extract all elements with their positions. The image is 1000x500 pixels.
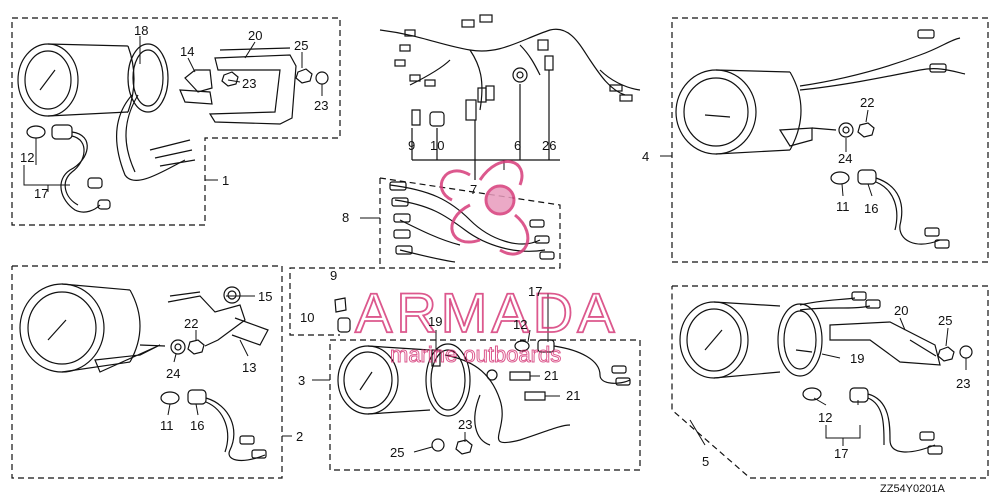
callout-23-top-a: 23 xyxy=(242,76,256,91)
callout-20-right: 20 xyxy=(894,303,908,318)
callout-labels: 18 14 20 25 23 23 12 17 1 9 10 6 26 7 8 … xyxy=(20,23,970,495)
callout-15: 15 xyxy=(258,289,272,304)
callout-25-right: 25 xyxy=(938,313,952,328)
panel-1-boundary xyxy=(11,17,341,226)
watermark-logo-icon xyxy=(439,160,530,256)
callout-14: 14 xyxy=(180,44,194,59)
panel-2-boundary xyxy=(11,265,283,479)
callout-3: 3 xyxy=(298,373,305,388)
panel-3-boundary xyxy=(329,339,641,471)
callout-23-center: 23 xyxy=(458,417,472,432)
callout-9-top: 9 xyxy=(408,138,415,153)
callout-19-right: 19 xyxy=(850,351,864,366)
callout-23-top-b: 23 xyxy=(314,98,328,113)
callout-1: 1 xyxy=(222,173,229,188)
callout-8: 8 xyxy=(342,210,349,225)
meter-assembly-3 xyxy=(337,343,471,417)
callout-17-top: 17 xyxy=(34,186,48,201)
callout-21-b: 21 xyxy=(566,388,580,403)
bracket-14 xyxy=(179,69,213,105)
callout-26: 26 xyxy=(542,138,556,153)
fittings-22-24-2 xyxy=(170,339,205,355)
callout-12-right: 12 xyxy=(818,410,832,425)
wire-harness-7 xyxy=(379,14,641,111)
callout-5: 5 xyxy=(702,454,709,469)
callout-23-right: 23 xyxy=(956,376,970,391)
watermark-tagline: marine outboards xyxy=(390,342,561,367)
bracket-line-6-26 xyxy=(411,70,560,180)
small-parts-9-10 xyxy=(411,99,477,127)
nut-25-5 xyxy=(937,345,973,362)
drawing-code: ZZ54Y0201A xyxy=(880,483,945,495)
callout-2: 2 xyxy=(296,429,303,444)
callout-9-mid: 9 xyxy=(330,268,337,283)
callout-16-right: 16 xyxy=(864,201,878,216)
harness-8 xyxy=(334,181,555,333)
callout-24-left: 24 xyxy=(166,366,180,381)
callout-12-top: 12 xyxy=(20,150,34,165)
stay-20-1 xyxy=(208,47,297,125)
watermark: ARMADA marine outboards xyxy=(354,160,619,368)
callout-6: 6 xyxy=(514,138,521,153)
callout-12-center: 12 xyxy=(513,317,527,332)
leader-lines xyxy=(35,36,967,453)
nut-25-1 xyxy=(221,68,329,87)
fittings-22-24-4 xyxy=(838,122,875,138)
callout-24-right: 24 xyxy=(838,151,852,166)
socket-wire-2 xyxy=(160,389,267,462)
callout-11-right: 11 xyxy=(836,199,850,214)
meter-assembly-4 xyxy=(675,69,837,155)
callout-20-top: 20 xyxy=(248,28,262,43)
socket-wire-1 xyxy=(26,124,111,213)
callout-17-right: 17 xyxy=(834,446,848,461)
callout-22-right: 22 xyxy=(860,95,874,110)
meter-assembly-5 xyxy=(679,301,823,379)
watermark-brand: ARMADA xyxy=(355,281,619,344)
callout-13: 13 xyxy=(242,360,256,375)
callout-19-center: 19 xyxy=(428,314,442,329)
stay-20-5 xyxy=(829,321,941,366)
callout-7: 7 xyxy=(470,182,477,197)
callout-10-top: 10 xyxy=(430,138,444,153)
panel-8-boundary xyxy=(289,177,561,336)
callout-18: 18 xyxy=(134,23,148,38)
wire-3 xyxy=(431,339,631,455)
callout-16-left: 16 xyxy=(190,418,204,433)
panel-5-boundary xyxy=(671,285,989,479)
callout-21-a: 21 xyxy=(544,368,558,383)
hose-13-2 xyxy=(167,286,269,347)
callout-25-center: 25 xyxy=(390,445,404,460)
callout-25-top: 25 xyxy=(294,38,308,53)
meter-assembly-2 xyxy=(19,283,166,373)
callout-10-mid: 10 xyxy=(300,310,314,325)
meter-assembly-1 xyxy=(17,43,196,181)
callout-11-left: 11 xyxy=(160,418,174,433)
callout-22-left: 22 xyxy=(184,316,198,331)
wire-5 xyxy=(799,291,943,455)
panel-4-boundary xyxy=(671,17,989,263)
callout-17-center: 17 xyxy=(528,284,542,299)
callout-4: 4 xyxy=(642,149,649,164)
wire-4 xyxy=(799,29,966,249)
